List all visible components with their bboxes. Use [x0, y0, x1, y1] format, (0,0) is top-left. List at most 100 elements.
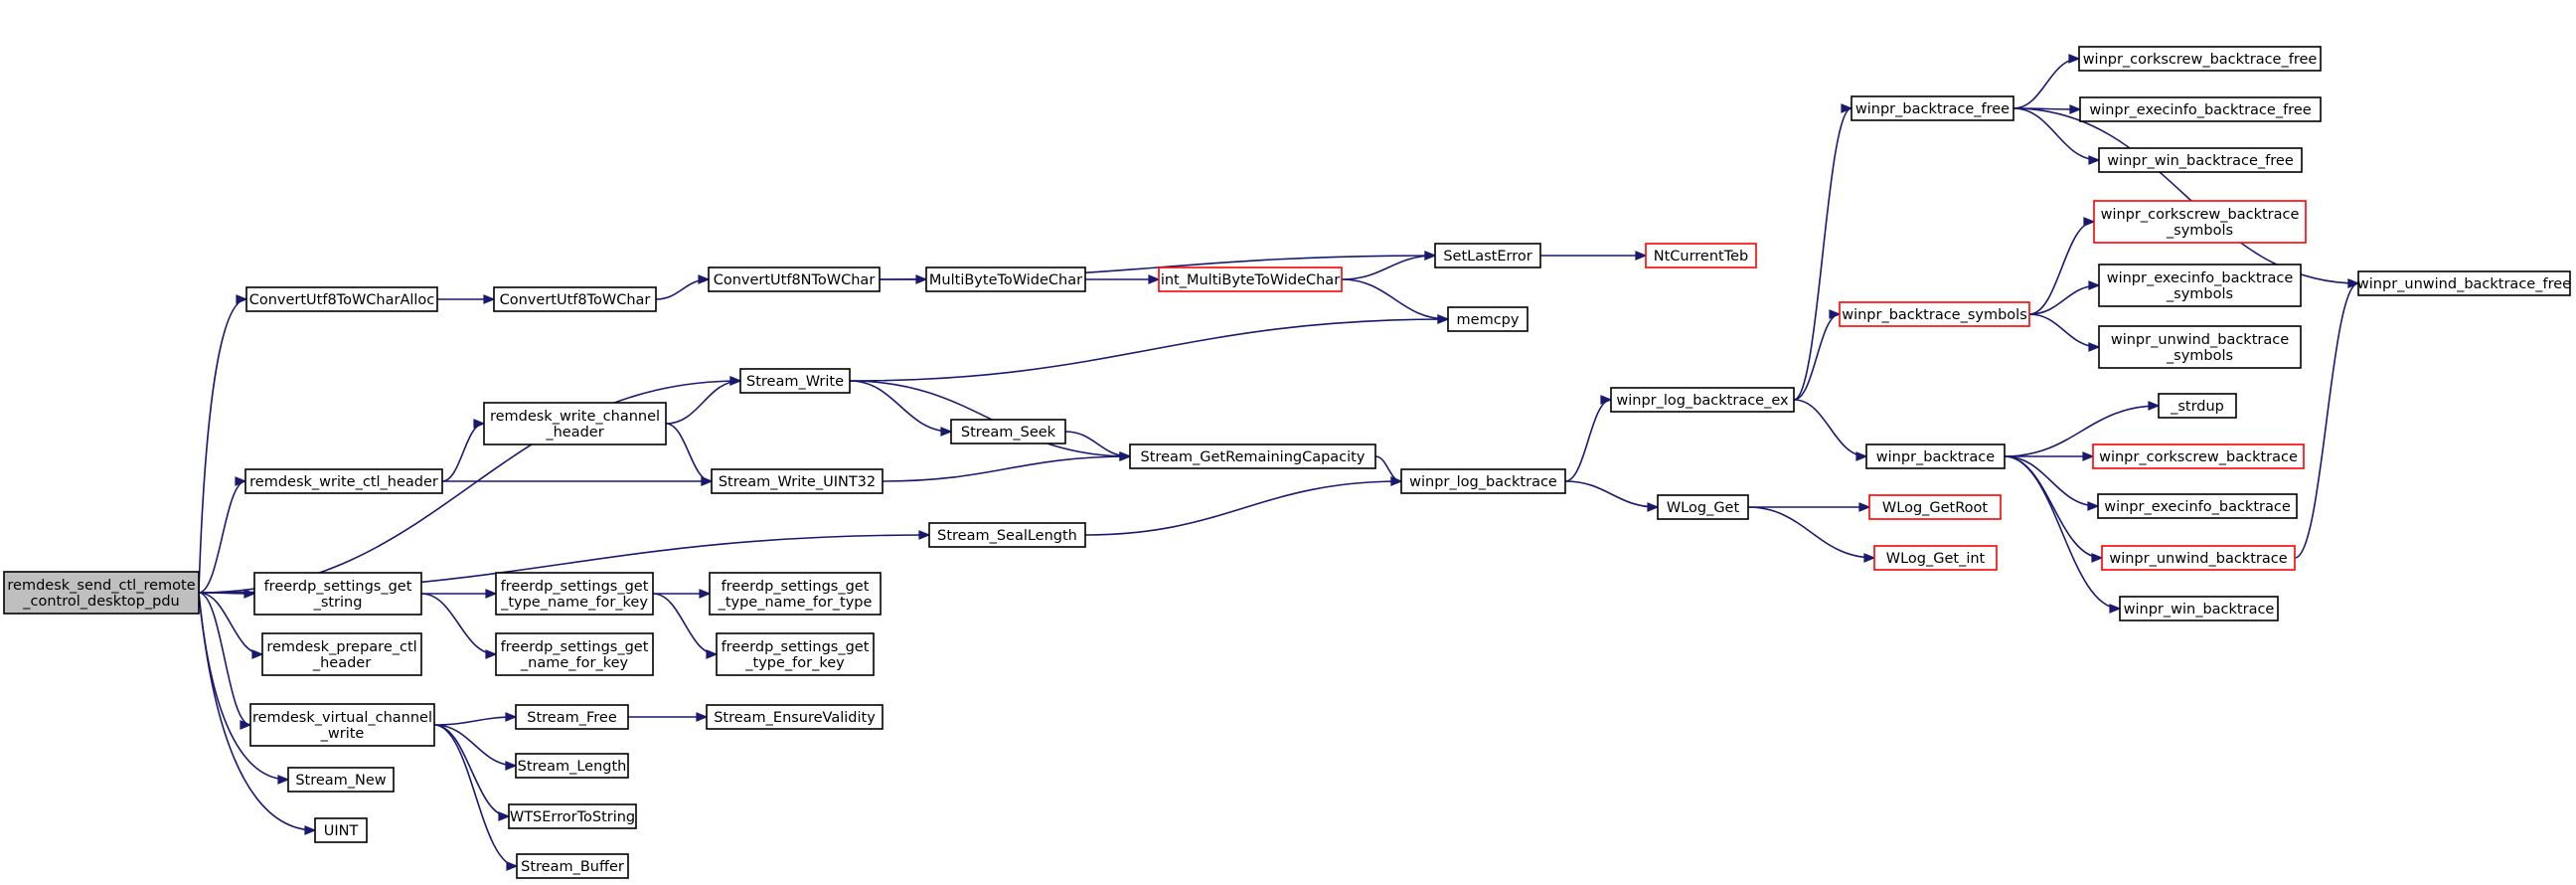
- node-cu8wca[interactable]: ConvertUtf8ToWCharAlloc: [245, 286, 438, 312]
- node-wubtfree[interactable]: winpr_unwind_backtrace_free: [2357, 270, 2571, 296]
- node-wlogget[interactable]: WLog_Get: [1657, 494, 1749, 520]
- node-webtsym[interactable]: winpr_execinfo_backtrace_symbols: [2098, 264, 2302, 307]
- node-root[interactable]: remdesk_send_ctl_remote_control_desktop_…: [3, 571, 200, 615]
- node-swu32[interactable]: Stream_Write_UINT32: [711, 468, 884, 494]
- arrowhead-rvcw-to-wtserr: [498, 811, 511, 821]
- node-wloggetroot-label-line-0: WLog_GetRoot: [1882, 500, 1988, 516]
- node-rpch[interactable]: remdesk_prepare_ctl_header: [261, 632, 422, 676]
- node-webtfree[interactable]: winpr_execinfo_backtrace_free: [2079, 96, 2322, 122]
- arrowhead-setlasterror-to-ntcurrentteb: [1635, 251, 1648, 261]
- node-swrite-box: [739, 368, 851, 394]
- arrowhead-rwch-to-swu32: [701, 476, 714, 486]
- node-wubtsym-label-line-1: _symbols: [2166, 348, 2233, 364]
- arrowhead-root-to-fsgs: [243, 589, 256, 599]
- node-uint[interactable]: UINT: [314, 817, 368, 843]
- node-mb2wc[interactable]: MultiByteToWideChar: [925, 266, 1086, 292]
- node-sgrc[interactable]: Stream_GetRemainingCapacity: [1129, 443, 1376, 469]
- node-wtserr-box: [508, 803, 637, 829]
- node-rwch-label-line-0: remdesk_write_channel: [490, 409, 660, 425]
- node-wloggetroot[interactable]: WLog_GetRoot: [1868, 494, 2002, 520]
- node-rvcw[interactable]: remdesk_virtual_channel_write: [249, 703, 435, 747]
- node-fsgnk-label-line-1: _name_for_key: [520, 655, 629, 671]
- arrowhead-wlbtex-to-wbtfree: [1841, 103, 1853, 113]
- arrowhead-wbtsym-to-wcbtsym: [2083, 217, 2096, 227]
- node-rwctlh[interactable]: remdesk_write_ctl_header: [244, 468, 443, 494]
- node-snew-label-line-0: Stream_New: [295, 773, 386, 789]
- node-wloggetint-label-line-0: WLog_Get_int: [1886, 551, 1986, 567]
- node-webt[interactable]: winpr_execinfo_backtrace: [2097, 493, 2298, 519]
- node-sbuf[interactable]: Stream_Buffer: [516, 853, 629, 879]
- edge-wbtsym-to-wcbtsym: [2028, 221, 2095, 315]
- edge-sgrc-to-wlbt: [1374, 455, 1402, 482]
- arrowhead-wbt-to-wubt: [2091, 553, 2104, 563]
- node-sev[interactable]: Stream_EnsureValidity: [706, 704, 884, 730]
- node-wubtfree-label-line-0: winpr_unwind_backtrace_free: [2357, 276, 2571, 292]
- node-strdup[interactable]: _strdup: [2158, 393, 2237, 419]
- node-wtserr[interactable]: WTSErrorToString: [508, 803, 637, 829]
- node-wcbtsym[interactable]: winpr_corkscrew_backtrace_symbols: [2093, 200, 2307, 244]
- node-wbt[interactable]: winpr_backtrace: [1865, 443, 2006, 469]
- edge-wlbt-to-wlbtex: [1564, 399, 1612, 482]
- node-wubt[interactable]: winpr_unwind_backtrace: [2101, 545, 2296, 571]
- nodes-layer: remdesk_send_ctl_remote_control_desktop_…: [3, 46, 2571, 879]
- arrowhead-rvcw-to-slen: [505, 761, 518, 771]
- node-fsgtnk[interactable]: freerdp_settings_get_type_name_for_key: [495, 572, 654, 616]
- node-sgrc-box: [1129, 443, 1376, 469]
- node-rwch-box: [483, 402, 667, 445]
- arrowhead-sfree-to-sev: [696, 712, 709, 722]
- node-wwbt[interactable]: winpr_win_backtrace: [2119, 596, 2279, 621]
- node-fsgtnk-label-line-1: _type_name_for_key: [500, 595, 648, 611]
- node-ntcurrentteb[interactable]: NtCurrentTeb: [1645, 243, 1757, 268]
- node-wcbtfree-box: [2078, 46, 2322, 72]
- node-cu8nwc[interactable]: ConvertUtf8NToWChar: [708, 266, 881, 292]
- node-memcpy-label-line-0: memcpy: [1457, 312, 1520, 328]
- node-wbtfree[interactable]: winpr_backtrace_free: [1851, 95, 2014, 121]
- node-ssl-box: [928, 522, 1086, 548]
- node-fsgs[interactable]: freerdp_settings_get_string: [253, 572, 422, 616]
- node-memcpy[interactable]: memcpy: [1447, 306, 1529, 332]
- arrowhead-wbtsym-to-wubtsym: [2088, 342, 2101, 352]
- node-fsgtnt[interactable]: freerdp_settings_get_type_name_for_type: [709, 572, 882, 616]
- node-wbt-label-line-0: winpr_backtrace: [1876, 449, 1995, 465]
- node-fsgtk-box: [716, 632, 875, 676]
- edge-rwch-to-swrite: [665, 380, 741, 425]
- node-wcbt[interactable]: winpr_corkscrew_backtrace: [2092, 443, 2305, 469]
- node-rwctlh-label-line-0: remdesk_write_ctl_header: [249, 474, 438, 490]
- node-sfree[interactable]: Stream_Free: [515, 704, 629, 730]
- node-wcbt-box: [2092, 443, 2305, 469]
- node-cu8wc-label-line-0: ConvertUtf8ToWChar: [500, 292, 651, 308]
- node-mb2wc-box: [925, 266, 1086, 292]
- node-imb2wc[interactable]: int_MultiByteToWideChar: [1158, 266, 1343, 292]
- node-sseek[interactable]: Stream_Seek: [950, 419, 1066, 444]
- node-fsgtnt-box: [709, 572, 882, 616]
- node-wbtsym[interactable]: winpr_backtrace_symbols: [1839, 301, 2030, 327]
- node-fsgnk[interactable]: freerdp_settings_get_name_for_key: [495, 632, 654, 676]
- node-wlbt[interactable]: winpr_log_backtrace: [1400, 468, 1566, 494]
- edge-rwctlh-to-rwch: [441, 423, 485, 482]
- node-wloggetint[interactable]: WLog_Get_int: [1873, 545, 1998, 571]
- node-root-label-line-1: _control_desktop_pdu: [22, 594, 179, 610]
- node-wubt-box: [2101, 545, 2296, 571]
- arrowhead-wbtfree-to-webtfree: [2069, 104, 2082, 114]
- node-cu8wc[interactable]: ConvertUtf8ToWChar: [493, 286, 657, 312]
- node-wlbtex[interactable]: winpr_log_backtrace_ex: [1610, 387, 1795, 413]
- node-swrite[interactable]: Stream_Write: [739, 368, 851, 394]
- node-ssl[interactable]: Stream_SealLength: [928, 522, 1086, 548]
- edge-swrite-to-memcpy: [849, 318, 1449, 382]
- node-fsgtk[interactable]: freerdp_settings_get_type_for_key: [716, 632, 875, 676]
- node-sbuf-label-line-0: Stream_Buffer: [521, 859, 624, 875]
- node-wloggetint-box: [1873, 545, 1998, 571]
- edge-imb2wc-to-setlasterror: [1341, 255, 1436, 280]
- node-wwbtfree-box: [2098, 147, 2303, 173]
- node-wubtsym[interactable]: winpr_unwind_backtrace_symbols: [2098, 325, 2302, 369]
- node-wwbtfree[interactable]: winpr_win_backtrace_free: [2098, 147, 2303, 173]
- node-wcbtfree[interactable]: winpr_corkscrew_backtrace_free: [2078, 46, 2322, 72]
- node-rwch-label-line-1: _header: [545, 425, 603, 441]
- node-slen[interactable]: Stream_Length: [515, 753, 629, 779]
- node-setlasterror[interactable]: SetLastError: [1434, 243, 1541, 268]
- node-snew[interactable]: Stream_New: [287, 767, 395, 793]
- arrowhead-rwctlh-to-rwch: [473, 419, 486, 429]
- node-rwch[interactable]: remdesk_write_channel_header: [483, 402, 667, 445]
- node-fsgtnk-box: [495, 572, 654, 616]
